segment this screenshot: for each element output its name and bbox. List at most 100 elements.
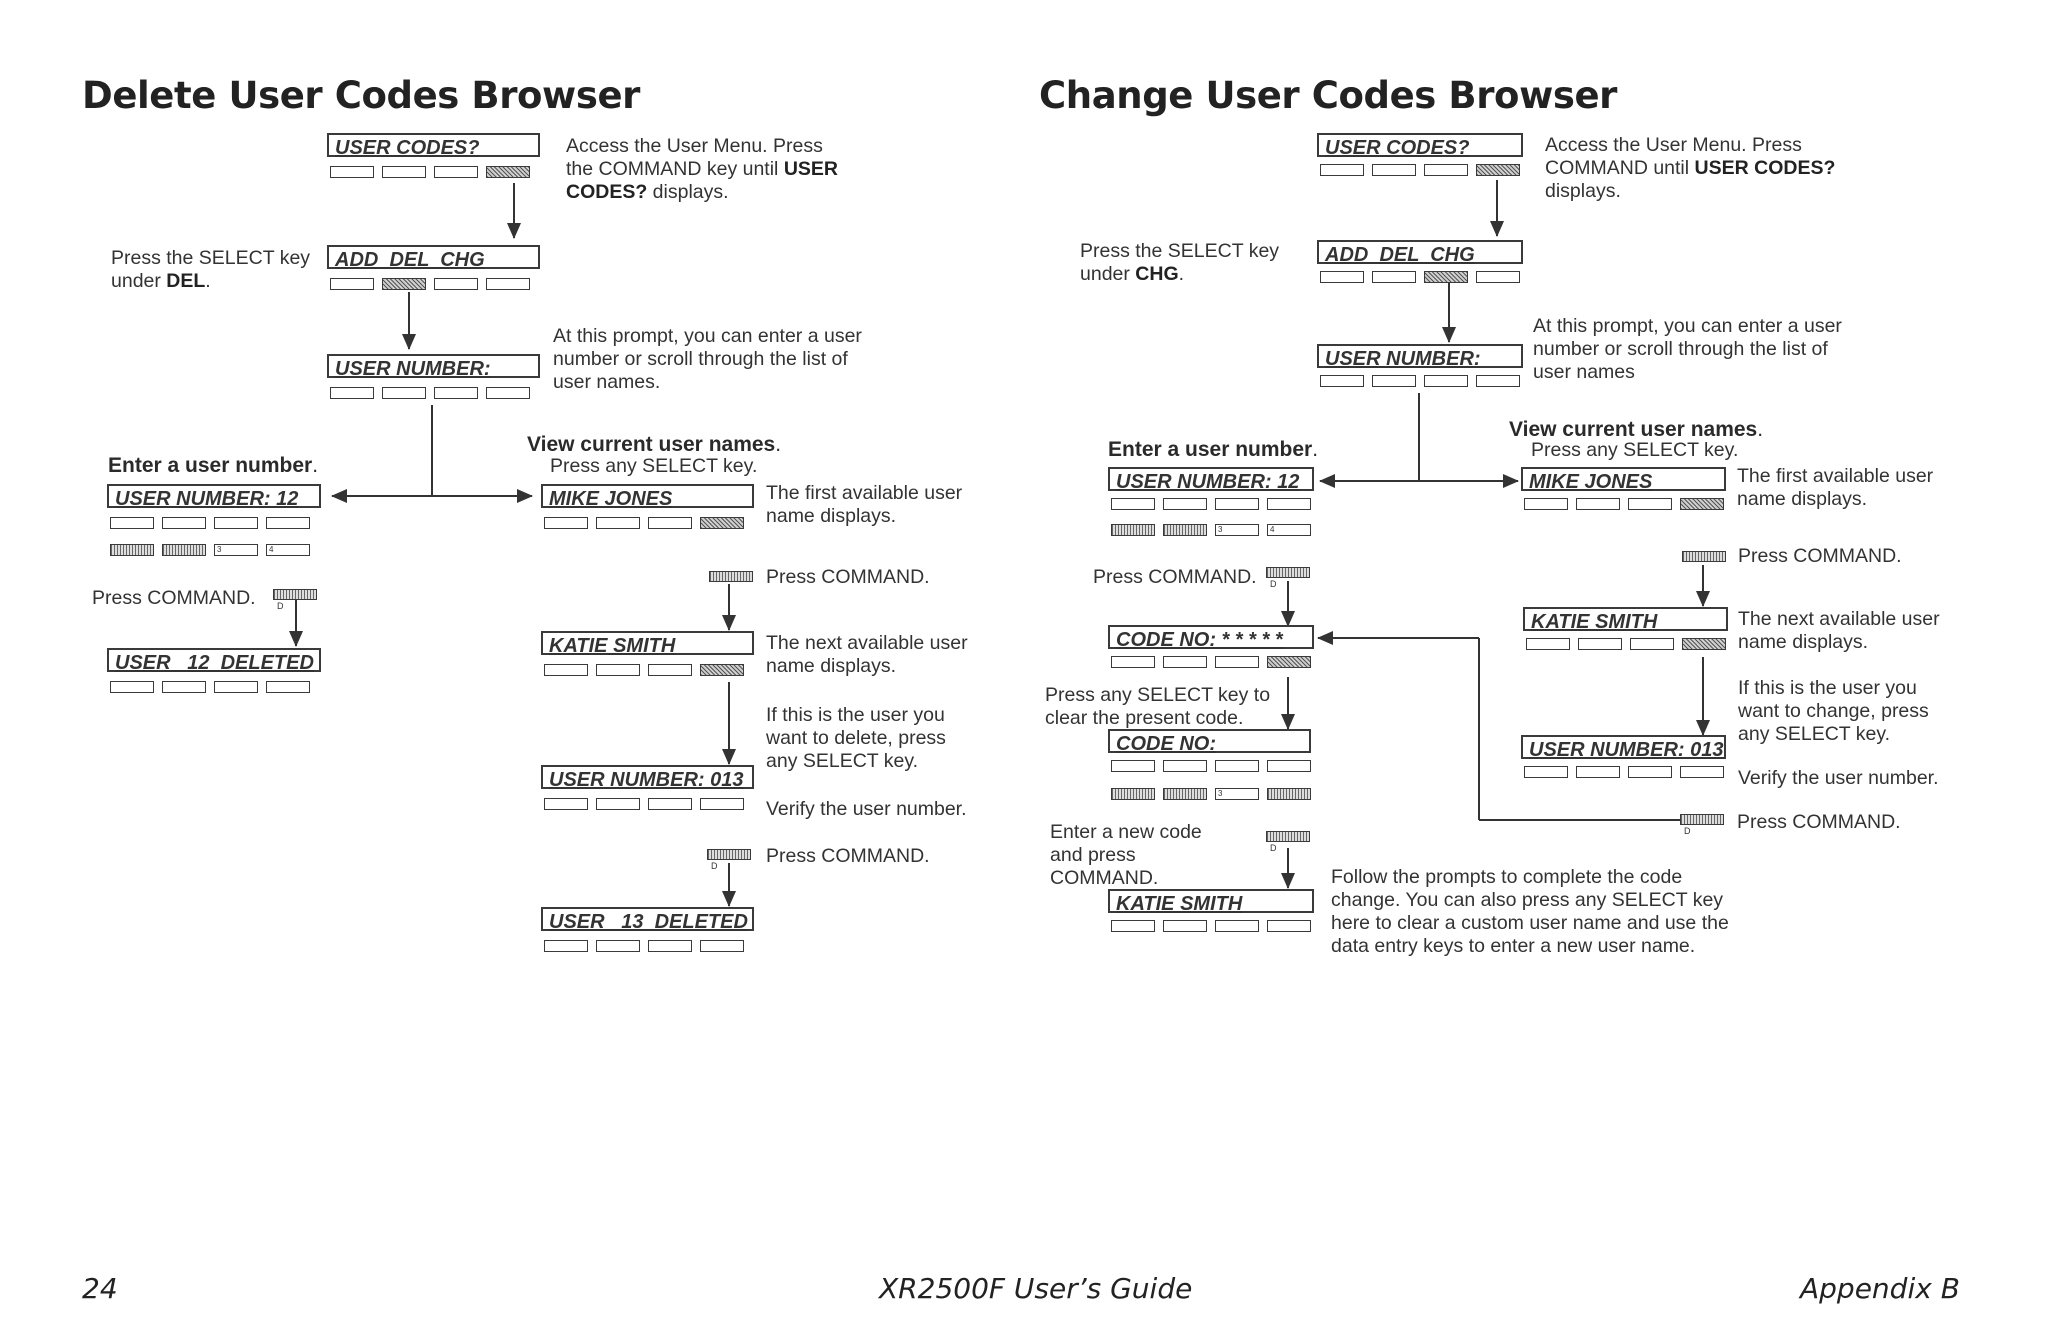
text-line: data entry keys to enter a new user name…: [1331, 935, 1696, 957]
select-key[interactable]: [266, 681, 310, 693]
number-key[interactable]: [1163, 788, 1207, 800]
select-key-highlighted[interactable]: [382, 278, 426, 290]
select-key[interactable]: [700, 798, 744, 810]
number-key-3[interactable]: 3: [1215, 524, 1259, 536]
select-key[interactable]: [1578, 638, 1622, 650]
select-key[interactable]: [1111, 656, 1155, 668]
number-key[interactable]: [1111, 524, 1155, 536]
lcd-add-del-chg: ADD DEL CHG: [1317, 240, 1523, 266]
number-key-3[interactable]: 3: [214, 544, 258, 556]
select-key[interactable]: [544, 664, 588, 676]
command-key[interactable]: [1680, 814, 1724, 825]
select-key[interactable]: [330, 278, 374, 290]
select-key[interactable]: [1163, 656, 1207, 668]
command-key[interactable]: [709, 571, 753, 582]
select-key[interactable]: [1163, 760, 1207, 772]
number-key-4[interactable]: 4: [1267, 524, 1311, 536]
select-key[interactable]: [1372, 164, 1416, 176]
select-key[interactable]: [596, 798, 640, 810]
select-key[interactable]: [544, 517, 588, 529]
select-key[interactable]: [596, 664, 640, 676]
select-key[interactable]: [1372, 271, 1416, 283]
lcd-code-no-masked: CODE NO: * * * * *: [1108, 625, 1314, 651]
select-key[interactable]: [1524, 498, 1568, 510]
select-key[interactable]: [1526, 638, 1570, 650]
select-key[interactable]: [1680, 766, 1724, 778]
select-key[interactable]: [1630, 638, 1674, 650]
select-key[interactable]: [1576, 766, 1620, 778]
select-key-highlighted[interactable]: [700, 664, 744, 676]
number-key[interactable]: [162, 544, 206, 556]
select-key[interactable]: [382, 166, 426, 178]
select-key[interactable]: [1576, 498, 1620, 510]
select-key[interactable]: [1163, 920, 1207, 932]
select-key[interactable]: [330, 166, 374, 178]
select-key[interactable]: [434, 387, 478, 399]
command-key[interactable]: [1266, 831, 1310, 842]
select-key[interactable]: [162, 517, 206, 529]
select-key[interactable]: [1267, 920, 1311, 932]
number-key-3[interactable]: 3: [1215, 788, 1259, 800]
select-key-highlighted[interactable]: [700, 517, 744, 529]
select-keys: [1111, 656, 1311, 668]
select-key[interactable]: [214, 517, 258, 529]
command-key[interactable]: [1682, 551, 1726, 562]
select-key[interactable]: [382, 387, 426, 399]
select-key[interactable]: [1215, 920, 1259, 932]
select-key[interactable]: [110, 681, 154, 693]
select-key-highlighted[interactable]: [1680, 498, 1724, 510]
select-key[interactable]: [596, 517, 640, 529]
select-key-highlighted[interactable]: [1476, 164, 1520, 176]
select-key[interactable]: [1320, 375, 1364, 387]
select-key[interactable]: [1267, 498, 1311, 510]
select-key-highlighted[interactable]: [1267, 656, 1311, 668]
select-key[interactable]: [1628, 498, 1672, 510]
select-key[interactable]: [1424, 164, 1468, 176]
select-key[interactable]: [648, 798, 692, 810]
select-key[interactable]: [1320, 271, 1364, 283]
select-key[interactable]: [1215, 498, 1259, 510]
select-key[interactable]: [434, 278, 478, 290]
select-key[interactable]: [648, 517, 692, 529]
select-key[interactable]: [1163, 498, 1207, 510]
select-key[interactable]: [1215, 656, 1259, 668]
select-key[interactable]: [544, 940, 588, 952]
command-key[interactable]: [1266, 567, 1310, 578]
select-key[interactable]: [596, 940, 640, 952]
select-key[interactable]: [1476, 271, 1520, 283]
select-key[interactable]: [1524, 766, 1568, 778]
select-key[interactable]: [1111, 760, 1155, 772]
select-key[interactable]: [1215, 760, 1259, 772]
number-key[interactable]: [110, 544, 154, 556]
select-key[interactable]: [1424, 375, 1468, 387]
select-keys: [330, 166, 530, 178]
select-key[interactable]: [330, 387, 374, 399]
select-key[interactable]: [1628, 766, 1672, 778]
select-key[interactable]: [648, 664, 692, 676]
select-key[interactable]: [1111, 498, 1155, 510]
select-key[interactable]: [214, 681, 258, 693]
select-key[interactable]: [700, 940, 744, 952]
select-key[interactable]: [1372, 375, 1416, 387]
select-key-highlighted[interactable]: [1424, 271, 1468, 283]
select-key[interactable]: [1476, 375, 1520, 387]
select-key[interactable]: [486, 387, 530, 399]
number-key[interactable]: [1111, 788, 1155, 800]
select-key[interactable]: [110, 517, 154, 529]
select-key[interactable]: [1320, 164, 1364, 176]
select-key[interactable]: [162, 681, 206, 693]
select-key[interactable]: [486, 278, 530, 290]
number-key[interactable]: [1163, 524, 1207, 536]
select-key[interactable]: [1111, 920, 1155, 932]
select-key[interactable]: [544, 798, 588, 810]
select-key-highlighted[interactable]: [486, 166, 530, 178]
command-key[interactable]: [707, 849, 751, 860]
select-key-highlighted[interactable]: [1682, 638, 1726, 650]
number-key-4[interactable]: 4: [266, 544, 310, 556]
select-key[interactable]: [1267, 760, 1311, 772]
select-key[interactable]: [266, 517, 310, 529]
select-key[interactable]: [434, 166, 478, 178]
number-key[interactable]: [1267, 788, 1311, 800]
select-key[interactable]: [648, 940, 692, 952]
command-key[interactable]: [273, 589, 317, 600]
